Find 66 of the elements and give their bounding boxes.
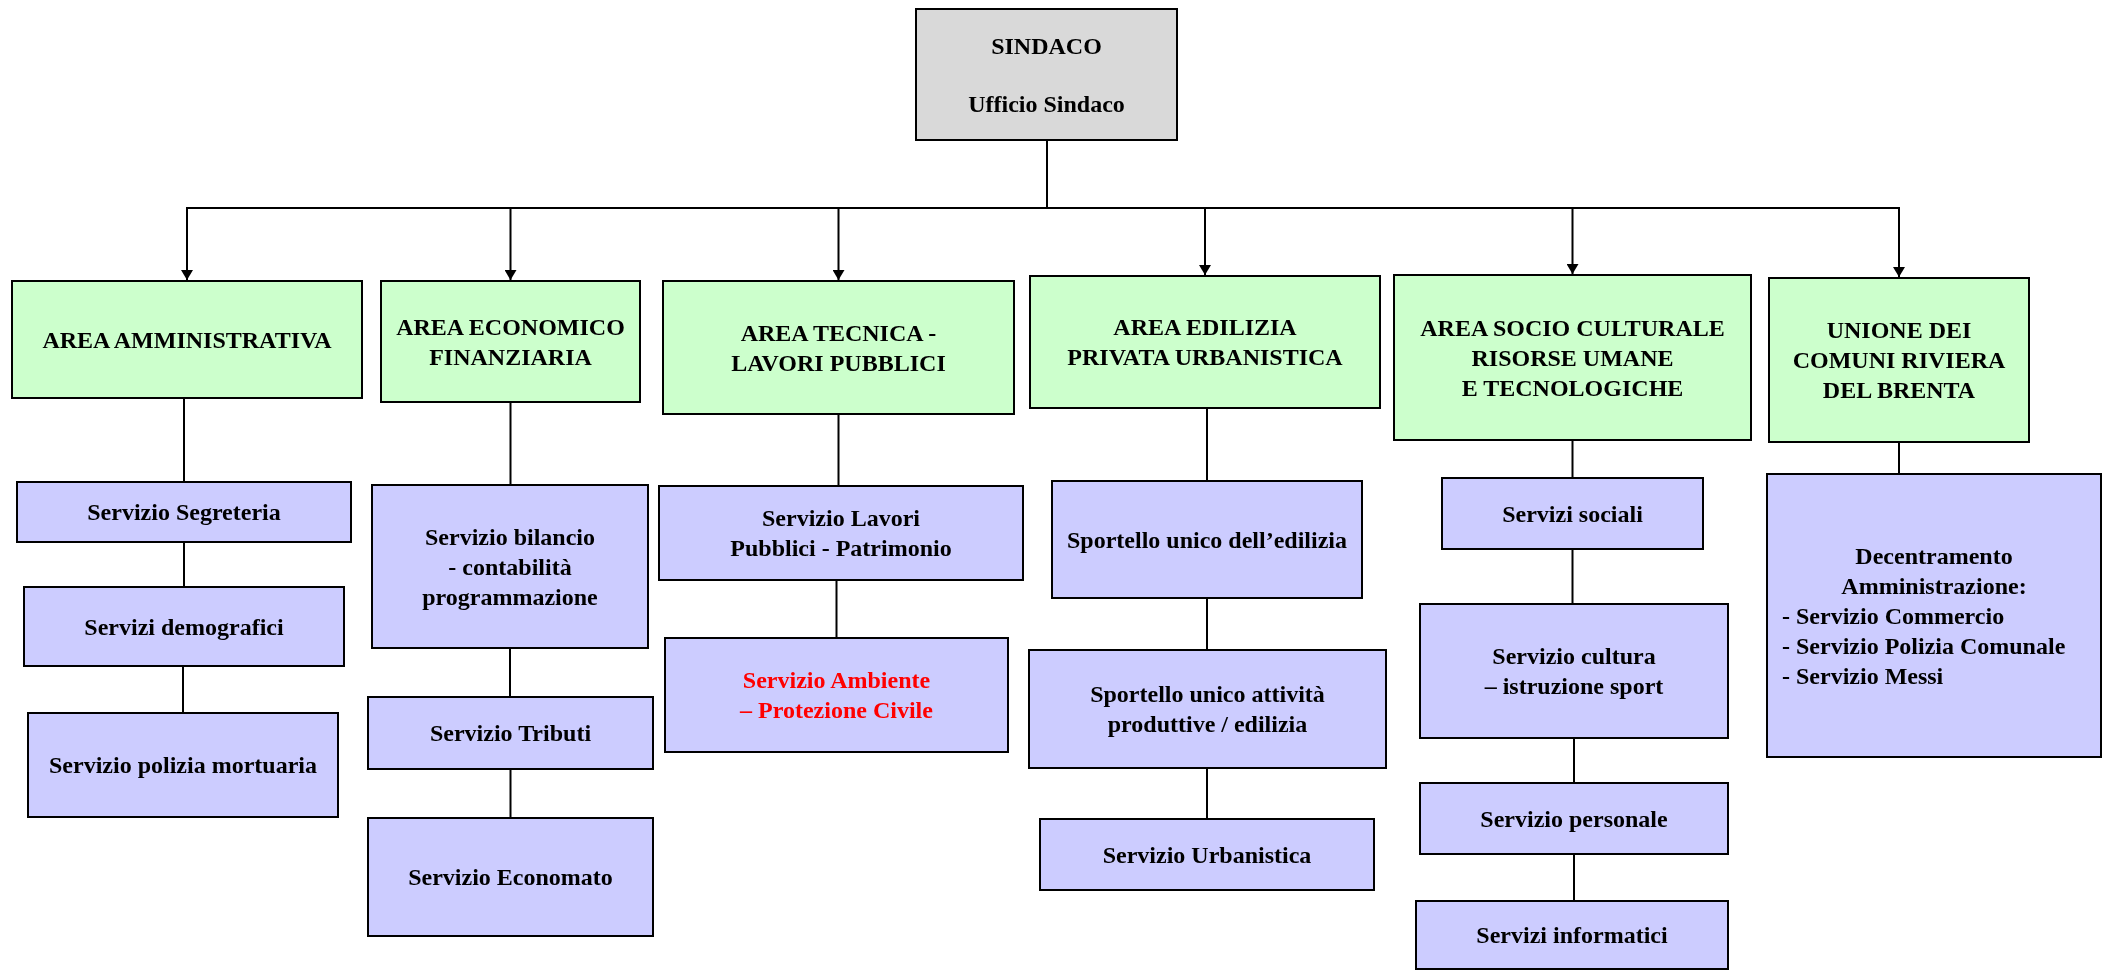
connector-line [509,402,512,485]
service-box [1051,480,1363,599]
box-label: Servizi demografici [84,612,284,642]
service-box [23,586,345,667]
head-office-box [915,8,1178,141]
box-label: Servizio Segreteria [87,498,281,527]
box-label: AREA EDILIZIA PRIVATA URBANISTICA [1066,313,1344,372]
area-box [1393,274,1752,441]
connector-line [1898,442,1900,474]
box-label: Servizio polizia mortuaria [49,751,317,780]
service-box [27,712,339,818]
area-box [380,280,641,403]
connector-line [1573,738,1575,783]
box-label: Servizio Economato [408,863,613,892]
box-label: UNIONE DEI COMUNI RIVIERA DEL BRENTA [1791,316,2007,405]
box-label: Servizi informatici [1476,921,1668,950]
connector-line [835,580,838,638]
box-label: Servizio personale [1480,804,1668,834]
connector-line [509,648,511,697]
box-label: Servizio Ambiente – Protezione Civile [738,666,934,725]
box-label: AREA TECNICA - LAVORI PUBBLICI [730,318,947,378]
area-box [1768,277,2030,443]
connector-line [1571,440,1574,478]
box-label: Servizio Tributi [429,719,592,748]
connector-line [1206,598,1208,650]
connector-line [1573,854,1575,901]
connector-line [1206,768,1208,819]
box-label: AREA SOCIO CULTURALE RISORSE UMANE E TECNOLOGICHE [1419,313,1726,403]
connector-line [1571,549,1574,604]
service-box [1028,649,1387,769]
service-box [1415,900,1729,970]
area-box [1029,275,1381,409]
connector-line [182,666,184,713]
box-label: Decentramento Amministrazione: [1840,541,2028,601]
box-label: Sportello unico attività produttive / edilizia [1089,680,1326,739]
service-box [1441,477,1704,550]
box-label: AREA AMMINISTRATIVA [42,325,332,355]
service-box [664,637,1009,753]
service-box [367,696,654,770]
connector-line [837,414,840,486]
connector-line [183,542,185,587]
service-box [371,484,649,649]
area-box [11,280,363,399]
box-label: Servizio Urbanistica [1102,840,1312,870]
box-label: Servizi sociali [1502,499,1643,529]
box-label: SINDACO [991,31,1102,61]
connector-line [183,398,185,482]
list-item: - Servizio Messi [1782,661,1945,691]
box-label: Sportello unico dell’edilizia [1067,525,1347,555]
service-box [1766,473,2102,758]
service-box [1419,603,1729,739]
list-item: - Servizio Polizia Comunale [1782,631,2067,661]
box-label: AREA ECONOMICO FINANZIARIA [396,312,625,372]
box-label: Ufficio Sindaco [968,89,1125,119]
box-label: Servizio cultura – istruzione sport [1483,642,1665,701]
service-box [1419,782,1729,855]
service-box [367,817,654,937]
connector-line [509,769,512,818]
service-box [16,481,352,543]
service-box [1039,818,1375,891]
connector-line [1206,408,1208,481]
service-box [658,485,1024,581]
box-label: Servizio bilancio - contabilità programmazione [421,522,599,612]
list-item: - Servizio Commercio [1782,601,2006,631]
box-label: Servizio Lavori Pubblici - Patrimonio [729,504,953,563]
area-box [662,280,1015,415]
